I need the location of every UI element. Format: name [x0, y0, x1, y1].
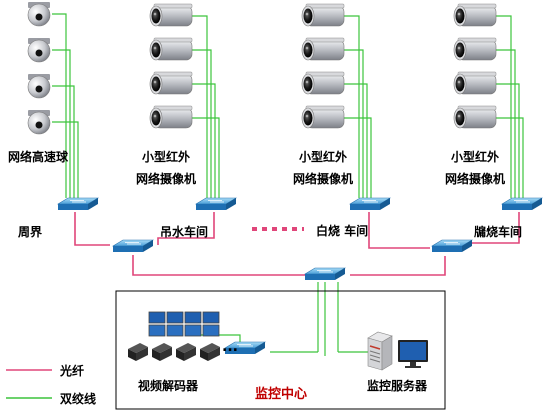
ir-bullet-camera-icon [301, 3, 345, 27]
bullet-camera-groups [149, 3, 497, 129]
ir-bullet-camera-icon [149, 3, 193, 27]
ir-bullet-camera-icon [149, 37, 193, 61]
switch-group [56, 197, 544, 354]
label-camera-type-2: 网络摄像机 [444, 172, 506, 186]
label-camera-type-1: 小型红外 [298, 150, 348, 164]
decoder-ellipsis: ... [222, 339, 238, 355]
label-site-paishao: 牖烧车间 [474, 225, 523, 239]
label-site-baishao: 白烧 车间 [316, 224, 369, 238]
ir-bullet-camera-icon [301, 71, 345, 95]
video-decoder-icon [200, 343, 220, 361]
server-icon [367, 331, 393, 371]
ir-bullet-camera-icon [301, 105, 345, 129]
network-switch-icon [348, 197, 392, 210]
network-switch-icon [194, 197, 238, 210]
label-camera-type-1: 小型红外 [141, 150, 191, 164]
network-switch-icon [56, 197, 100, 210]
network-switch-icon [430, 239, 474, 252]
label-video-decoder: 视频解码器 [138, 379, 199, 393]
label-site-diaoshui: 吊水车间 [160, 225, 209, 239]
video-wall-icon [148, 311, 220, 337]
video-decoder-icon [152, 343, 172, 361]
ir-bullet-camera-icon [301, 37, 345, 61]
label-monitoring-center: 监控中心 [255, 387, 308, 402]
ir-bullet-camera-icon [149, 71, 193, 95]
label-dome-cameras: 网络高速球 [8, 150, 69, 164]
monitoring-center-box [115, 290, 446, 410]
legend-twisted-pair-label: 双绞线 [60, 392, 97, 406]
twisted-pair-lines-diaoshui [192, 15, 220, 198]
label-monitoring-server: 监控服务器 [367, 379, 428, 393]
label-camera-type-2: 网络摄像机 [292, 172, 354, 186]
network-switch-icon [223, 341, 267, 354]
ir-bullet-camera-icon [453, 71, 497, 95]
network-switch-icon [111, 239, 155, 252]
twisted-pair-lines-paishao [496, 15, 524, 198]
ir-bullet-camera-icon [453, 37, 497, 61]
label-camera-type-1: 小型红外 [450, 150, 500, 164]
video-decoder-icon [128, 343, 148, 361]
dome-camera-icon [27, 110, 51, 135]
network-switch-icon [500, 197, 544, 210]
twisted-pair-lines-baishao [344, 15, 372, 198]
dome-camera-icon [27, 2, 51, 27]
legend-fiber-label: 光纤 [60, 364, 85, 378]
dome-camera-icon [27, 38, 51, 63]
dome-camera-icon [27, 74, 51, 99]
label-camera-type-2: 网络摄像机 [135, 172, 197, 186]
ir-bullet-camera-icon [453, 105, 497, 129]
label-site-zhoujie: 周界 [18, 225, 43, 239]
ir-bullet-camera-icon [453, 3, 497, 27]
fiber-links [74, 212, 520, 276]
ir-bullet-camera-icon [149, 105, 193, 129]
video-decoder-icon [176, 343, 196, 361]
network-switch-icon [303, 267, 347, 280]
twisted-pair-lines-perimeter [52, 13, 79, 198]
monitor-icon [398, 340, 428, 368]
